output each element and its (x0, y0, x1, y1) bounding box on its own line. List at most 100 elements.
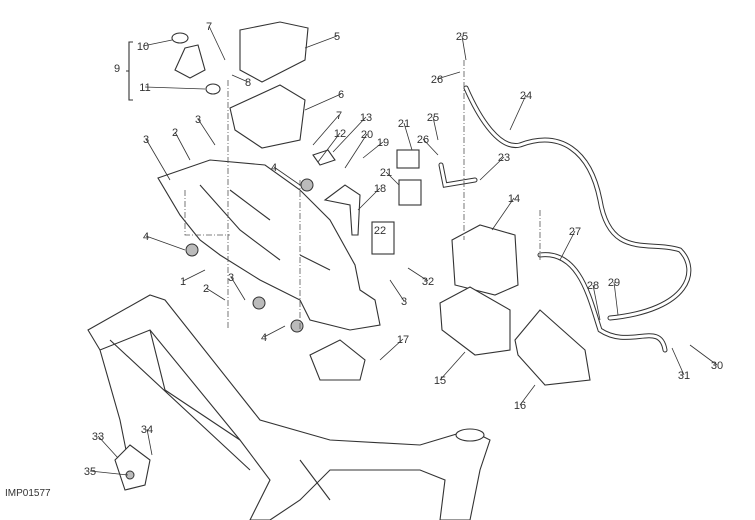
callout-9: 9 (114, 63, 120, 75)
callout-leader (385, 171, 400, 186)
callout-18: 18 (374, 183, 386, 195)
callout-leader (304, 93, 342, 111)
cap (171, 32, 189, 44)
callout-6: 6 (338, 89, 344, 101)
callout-leader (144, 86, 206, 90)
callout-leader (362, 141, 384, 159)
callout-33: 33 (92, 431, 104, 443)
callout-34: 34 (141, 424, 153, 436)
callout-22: 22 (374, 225, 386, 237)
filler-tube (174, 44, 206, 79)
callout-leader (436, 71, 461, 80)
callout-1: 1 (180, 276, 186, 288)
lower-cover (309, 339, 366, 381)
callout-28: 28 (587, 280, 599, 292)
callout-13: 13 (360, 112, 372, 124)
ecu (239, 21, 309, 83)
callout-leader (273, 166, 301, 186)
drawing-code: IMP01577 (5, 488, 51, 499)
frame (87, 294, 491, 520)
callout-17: 17 (397, 334, 409, 346)
callout-35: 35 (84, 466, 96, 478)
callout-leader (689, 344, 718, 366)
callout-2: 2 (203, 283, 209, 295)
callout-12: 12 (334, 128, 346, 140)
assembly-lines (184, 60, 541, 330)
callout-leader (592, 284, 601, 321)
callout-leader (379, 338, 404, 361)
cover (312, 149, 336, 166)
callout-leader (230, 276, 246, 301)
callout-leader (509, 94, 527, 131)
callout-31: 31 (678, 370, 690, 382)
callout-4: 4 (271, 162, 277, 174)
callout-15: 15 (434, 375, 446, 387)
callout-leader (263, 325, 286, 338)
battery-cover (439, 286, 511, 356)
callout-leader (519, 384, 536, 406)
callout-leader (145, 138, 171, 181)
callout-4: 4 (143, 231, 149, 243)
callout-leader (422, 138, 439, 156)
callout-30: 30 (711, 360, 723, 372)
callout-leader (145, 235, 186, 251)
callout-25: 25 (427, 112, 439, 124)
bracket (323, 184, 361, 236)
callout-leader (479, 156, 505, 181)
callout-leader (174, 131, 191, 161)
fuse-box (371, 221, 395, 255)
callout-leader (332, 116, 367, 153)
callout-leader (89, 470, 129, 476)
callout-26: 26 (431, 74, 443, 86)
callout-20: 20 (361, 129, 373, 141)
rear-subframe (157, 159, 381, 331)
cables (438, 85, 692, 353)
callout-leader (357, 187, 381, 211)
callout-leader (317, 132, 341, 163)
callout-4: 4 (261, 332, 267, 344)
callout-26: 26 (417, 134, 429, 146)
grommet (252, 296, 266, 310)
callout-labels: 1223333444567789101112131415161718192021… (84, 21, 723, 478)
callout-25: 25 (456, 31, 468, 43)
callout-23: 23 (498, 152, 510, 164)
callout-3: 3 (228, 272, 234, 284)
grommet (290, 319, 304, 333)
callout-leader (205, 287, 226, 301)
callout-leader (559, 230, 576, 261)
callout-27: 27 (569, 226, 581, 238)
callout-32: 32 (422, 276, 434, 288)
callout-24: 24 (520, 90, 532, 102)
callout-16: 16 (514, 400, 526, 412)
callout-leader (403, 122, 413, 151)
callout-3: 3 (195, 114, 201, 126)
callout-21: 21 (380, 167, 392, 179)
callout-3: 3 (143, 134, 149, 146)
ecu-holder (229, 84, 306, 149)
callout-leader (197, 118, 216, 146)
callout-14: 14 (508, 193, 520, 205)
callout-leader (97, 435, 119, 459)
callout-leader (312, 114, 340, 146)
relay-cover (396, 149, 420, 169)
bracket-9 (126, 41, 133, 101)
callout-leader (304, 35, 338, 49)
bracket-33 (114, 444, 151, 491)
callout-7: 7 (336, 110, 342, 122)
callout-19: 19 (377, 137, 389, 149)
callout-leader (407, 267, 429, 282)
gasket (205, 83, 221, 95)
grommet (185, 243, 199, 257)
callout-leader (439, 351, 466, 381)
callout-leader (208, 25, 226, 61)
callout-2: 2 (172, 127, 178, 139)
callout-leader (461, 35, 467, 61)
callout-leader (491, 197, 515, 231)
battery-side-cover (514, 309, 591, 386)
callout-8: 8 (245, 77, 251, 89)
callout-21: 21 (398, 118, 410, 130)
callout-leader (613, 281, 619, 316)
callout-leader (182, 269, 206, 282)
callout-leader (344, 133, 368, 169)
